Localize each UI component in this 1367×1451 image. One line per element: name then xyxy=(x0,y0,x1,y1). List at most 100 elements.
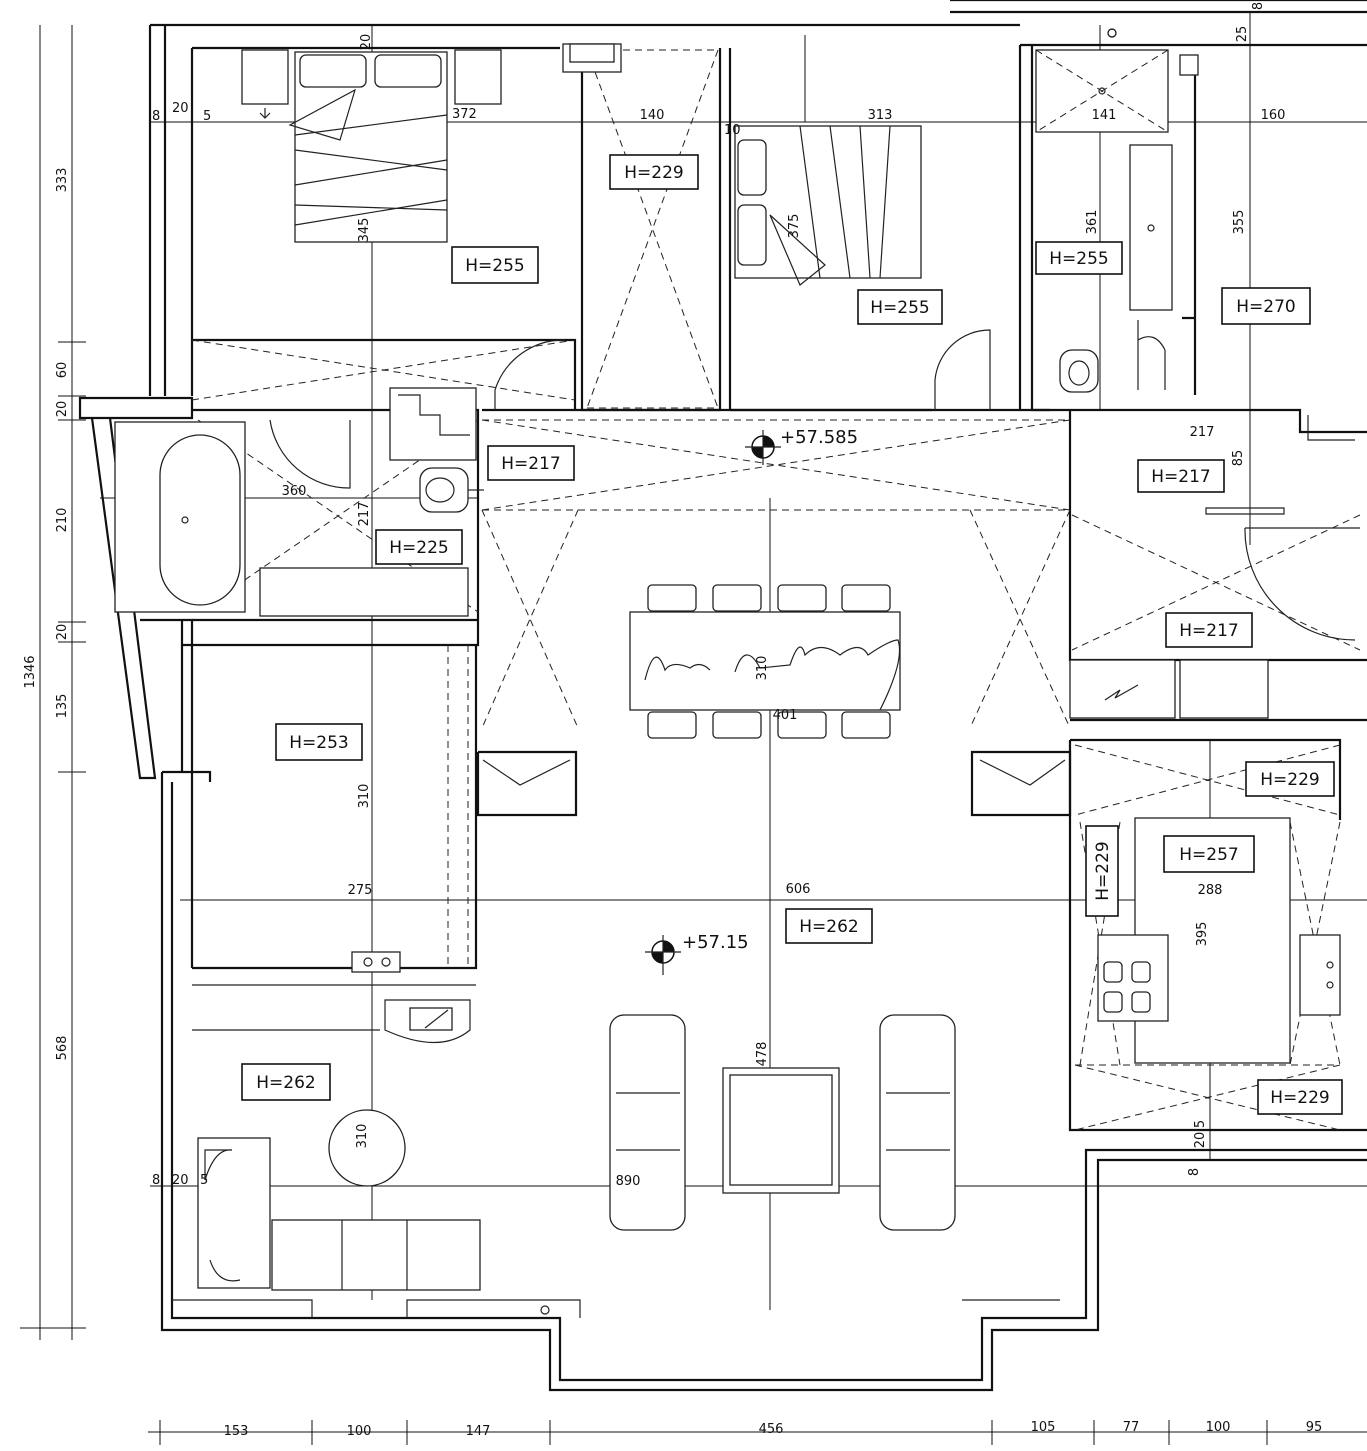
chimney xyxy=(562,43,622,73)
dim-20-top-col: 20 xyxy=(359,34,374,51)
dim-147: 147 xyxy=(466,1424,491,1439)
svg-text:H=217: H=217 xyxy=(501,454,560,474)
svg-text:H=270: H=270 xyxy=(1236,297,1295,317)
dim-210: 210 xyxy=(55,508,70,533)
dim-5-top: 5 xyxy=(203,109,211,124)
dim-135: 135 xyxy=(55,694,70,719)
level-marker-upper: +57.585 xyxy=(745,427,858,465)
dim-395: 395 xyxy=(1195,922,1210,947)
level-marker-main: +57.15 xyxy=(645,932,749,975)
dim-456: 456 xyxy=(759,1422,784,1437)
svg-text:H=255: H=255 xyxy=(870,298,929,318)
dim-105: 105 xyxy=(1031,1420,1056,1435)
svg-text:H=253: H=253 xyxy=(289,733,348,753)
dim-890: 890 xyxy=(616,1174,641,1189)
svg-text:H=217: H=217 xyxy=(1179,621,1238,641)
dim-141: 141 xyxy=(1092,108,1117,123)
dim-313: 313 xyxy=(868,108,893,123)
dim-10: 10 xyxy=(724,123,741,138)
dim-153: 153 xyxy=(224,1424,249,1439)
height-label-bedroom-2: H=255 xyxy=(857,289,943,325)
height-label-master-bedroom: H=255 xyxy=(451,246,539,284)
dim-375: 375 xyxy=(787,214,802,239)
dim-275: 275 xyxy=(348,883,373,898)
dim-95: 95 xyxy=(1306,1420,1323,1435)
dim-100a: 100 xyxy=(347,1424,372,1439)
height-label-master-closet: H=229 xyxy=(609,154,699,190)
dim-8-top: 8 xyxy=(152,109,160,124)
height-label-bathroom: H=225 xyxy=(375,529,463,565)
bath-fixtures xyxy=(114,387,484,617)
dim-5-kitchen: 5 xyxy=(1193,1120,1208,1128)
dim-8-bottom: 8 xyxy=(152,1173,160,1188)
height-label-hall: H=217 xyxy=(487,445,575,481)
dim-8-kitchen: 8 xyxy=(1187,1168,1202,1176)
sitting-furniture xyxy=(192,951,481,1291)
doors xyxy=(269,320,1360,641)
inner-dimension-labels: 8 20 5 140 313 141 160 372 10 20 25 8 34… xyxy=(152,2,1285,1189)
svg-text:H=257: H=257 xyxy=(1179,845,1238,865)
height-label-kitchen: H=257 xyxy=(1163,835,1255,873)
dim-310-study: 310 xyxy=(357,784,372,809)
height-label-kitchen-lower: H=229 xyxy=(1257,1079,1343,1115)
height-label-study: H=253 xyxy=(275,723,363,761)
dim-361: 361 xyxy=(1085,210,1100,235)
dim-140: 140 xyxy=(640,108,665,123)
dim-606: 606 xyxy=(786,882,811,897)
dim-345: 345 xyxy=(357,218,372,243)
svg-text:H=225: H=225 xyxy=(389,538,448,558)
height-label-room-ne: H=270 xyxy=(1221,287,1311,325)
dim-85: 85 xyxy=(1231,450,1246,467)
master-bed xyxy=(241,49,502,243)
dim-77: 77 xyxy=(1123,1420,1140,1435)
dim-310-sitting: 310 xyxy=(355,1124,370,1149)
bathroom-2-fixtures xyxy=(1035,28,1199,393)
height-label-sitting: H=262 xyxy=(241,1063,331,1101)
dim-310-table: 310 xyxy=(755,656,770,681)
dim-288: 288 xyxy=(1198,883,1223,898)
dim-217-bath: 217 xyxy=(357,502,372,527)
dim-8-corner: 8 xyxy=(1251,2,1266,10)
svg-text:H=262: H=262 xyxy=(799,917,858,937)
dim-60: 60 xyxy=(55,362,70,379)
signature xyxy=(644,639,901,711)
level-upper: +57.585 xyxy=(780,427,858,448)
svg-text:H=229: H=229 xyxy=(1270,1088,1329,1108)
interior-walls xyxy=(140,45,1367,1132)
height-label-living: H=262 xyxy=(785,908,873,944)
svg-text:H=229: H=229 xyxy=(1260,770,1319,790)
svg-text:H=255: H=255 xyxy=(1049,249,1108,269)
dim-20b: 20 xyxy=(55,624,70,641)
dim-355: 355 xyxy=(1232,210,1247,235)
svg-text:H=255: H=255 xyxy=(465,256,524,276)
dim-20-top: 20 xyxy=(172,101,189,116)
dim-100b: 100 xyxy=(1206,1420,1231,1435)
dim-160: 160 xyxy=(1261,108,1286,123)
height-label-wc-ne: H=217 xyxy=(1137,459,1225,493)
bottom-dimension-lines: 153 100 147 456 105 77 100 95 xyxy=(148,1420,1367,1445)
dining-table xyxy=(629,584,901,739)
living-furniture xyxy=(609,1014,956,1231)
dim-333: 333 xyxy=(55,168,70,193)
dim-20-kitchen: 20 xyxy=(1193,1132,1208,1149)
dim-20a: 20 xyxy=(55,401,70,418)
dim-20-bottom: 20 xyxy=(172,1173,189,1188)
outer-walls xyxy=(78,0,1367,1392)
second-bed xyxy=(734,125,922,286)
svg-text:H=229: H=229 xyxy=(1093,841,1113,900)
dim-1346: 1346 xyxy=(23,655,38,688)
svg-text:H=262: H=262 xyxy=(256,1073,315,1093)
dim-478: 478 xyxy=(755,1042,770,1067)
svg-text:H=229: H=229 xyxy=(624,163,683,183)
height-label-kitchen-side: H=229 xyxy=(1085,825,1119,917)
left-dimension-lines: 333 60 20 210 20 135 568 1346 xyxy=(20,25,86,1340)
dim-25: 25 xyxy=(1235,26,1250,43)
height-label-kitchen-upper: H=229 xyxy=(1245,761,1335,797)
height-label-bathroom-2: H=255 xyxy=(1035,241,1123,275)
dim-360: 360 xyxy=(282,484,307,499)
dim-401: 401 xyxy=(773,708,798,723)
dim-5-bottom: 5 xyxy=(200,1173,208,1188)
dim-568: 568 xyxy=(55,1036,70,1061)
level-main: +57.15 xyxy=(682,932,749,953)
